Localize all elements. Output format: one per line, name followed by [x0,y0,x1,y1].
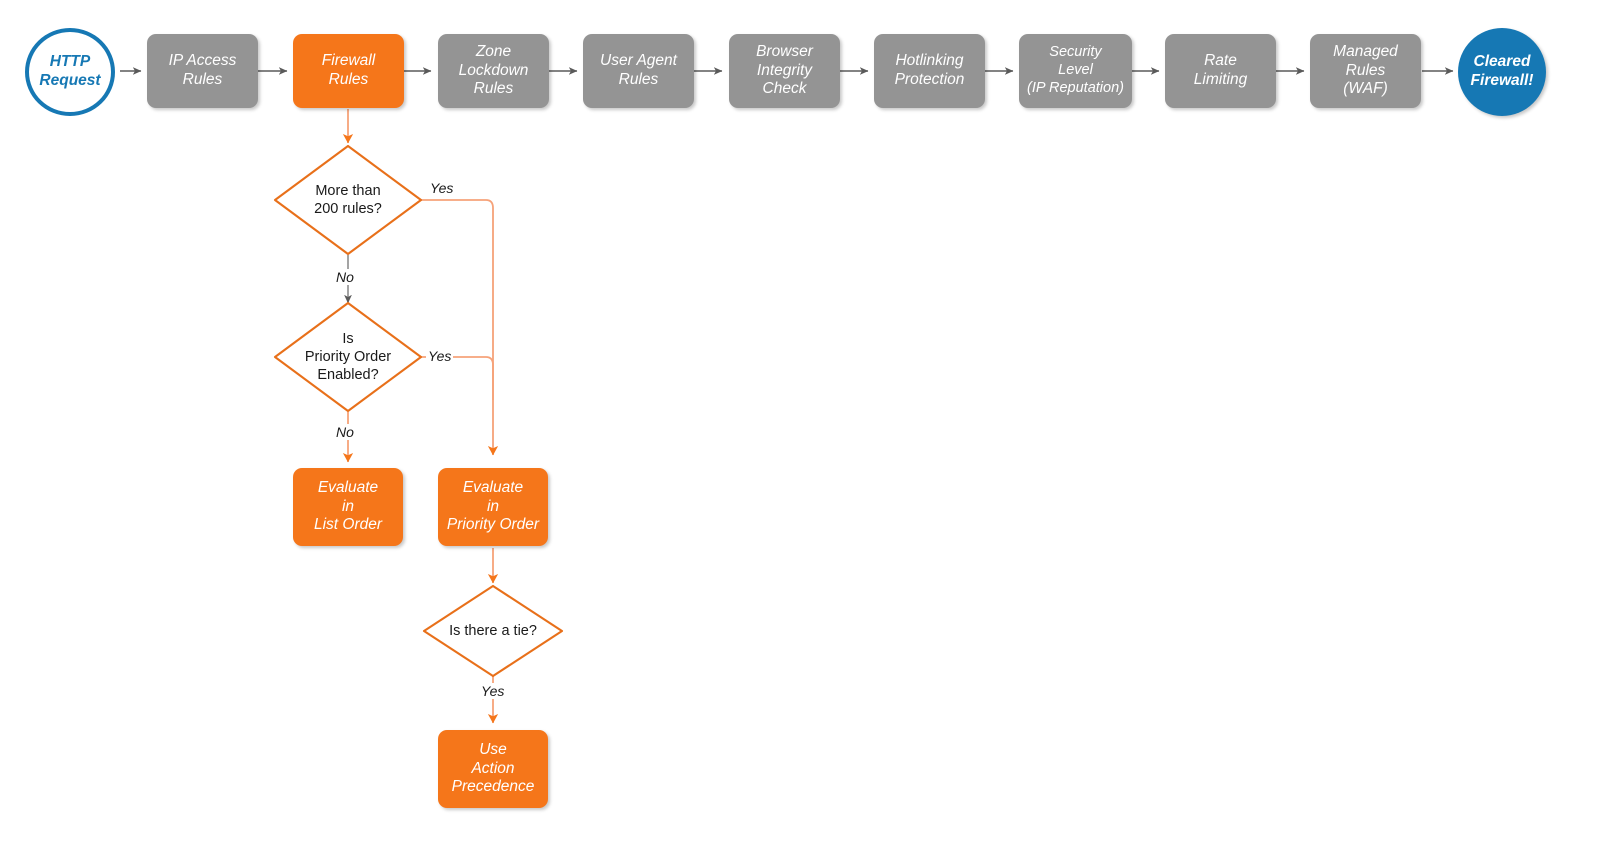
node-http-request[interactable]: HTTP Request [25,28,115,116]
diamond-is-priority-order-enabled[interactable] [273,301,423,413]
node-firewall-rules[interactable]: Firewall Rules [293,34,404,108]
edge-decision2-yes-to-trunk [421,356,494,400]
node-ip-access-rules[interactable]: IP Access Rules [147,34,258,108]
node-browser-integrity-check[interactable]: Browser Integrity Check [729,34,840,108]
decision-diamond-shapes [273,144,564,678]
node-rate-limiting[interactable]: Rate Limiting [1165,34,1276,108]
node-evaluate-in-priority-order[interactable]: Evaluate in Priority Order [438,468,548,546]
node-cleared-firewall[interactable]: Cleared Firewall! [1458,28,1546,116]
diamond-is-there-a-tie[interactable] [422,584,564,678]
edge-decision1-yes-to-priority [421,199,499,456]
node-use-action-precedence[interactable]: Use Action Precedence [438,730,548,808]
node-user-agent-rules[interactable]: User Agent Rules [583,34,694,108]
node-security-level[interactable]: Security Level (IP Reputation) [1019,34,1132,108]
diamond-more-than-200-rules[interactable] [273,144,423,256]
node-zone-lockdown-rules[interactable]: Zone Lockdown Rules [438,34,549,108]
node-evaluate-in-list-order[interactable]: Evaluate in List Order [293,468,403,546]
node-hotlinking-protection[interactable]: Hotlinking Protection [874,34,985,108]
node-managed-rules-waf[interactable]: Managed Rules (WAF) [1310,34,1421,108]
